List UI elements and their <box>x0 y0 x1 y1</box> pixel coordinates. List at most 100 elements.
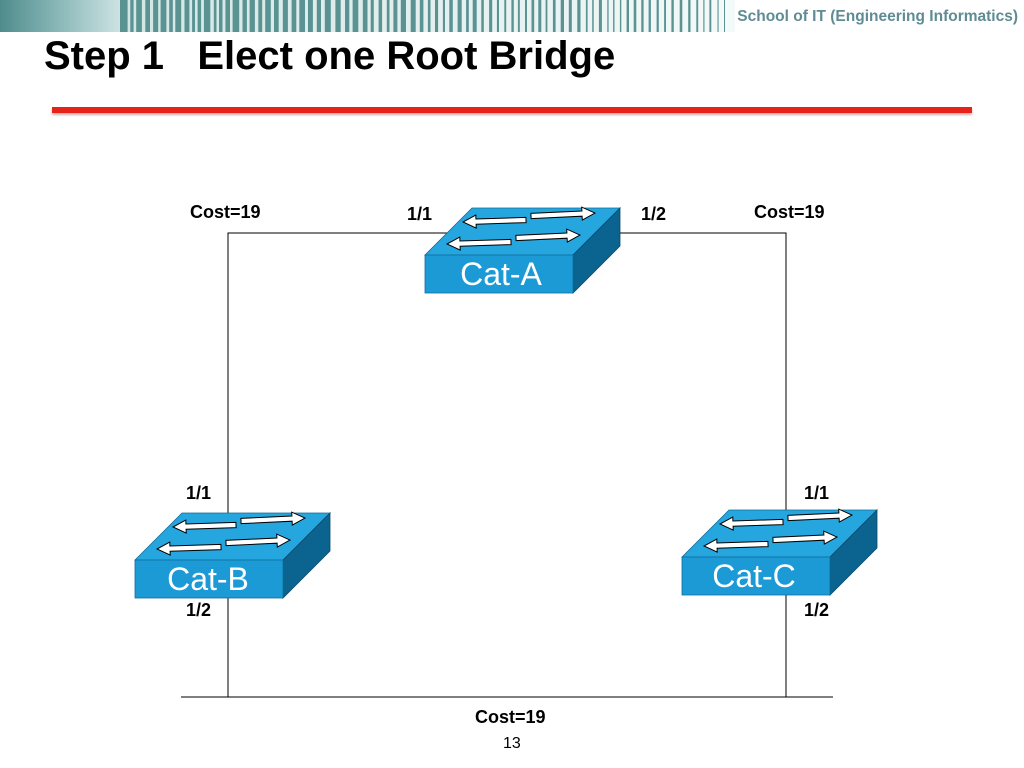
header-stripe <box>688 0 691 32</box>
switch-icon <box>134 511 331 599</box>
header-stripe <box>362 0 368 32</box>
port-label-cat-c-down: 1/2 <box>804 600 829 620</box>
header-stripe <box>531 0 535 32</box>
links <box>181 232 833 698</box>
header-stripe <box>472 0 477 32</box>
header-stripe <box>709 0 712 32</box>
header-stripe <box>219 0 223 32</box>
header-stripe <box>400 0 406 32</box>
header-stripe <box>717 0 719 32</box>
header-banner <box>0 0 735 32</box>
header-stripe <box>664 0 666 32</box>
header-stripe <box>242 0 247 32</box>
header-stripe <box>641 0 644 32</box>
header-stripe <box>592 0 594 32</box>
header-stripe <box>489 0 493 32</box>
switch-label-cat-a: Cat-A <box>460 256 542 292</box>
switch-label-cat-c: Cat-C <box>712 558 796 594</box>
arrow-right-icon <box>225 533 292 548</box>
switch-front-face <box>424 254 574 294</box>
header-stripe <box>598 0 602 32</box>
header-stripe <box>316 0 321 32</box>
header-stripe <box>525 0 527 32</box>
header-stripe <box>203 0 211 32</box>
switch-front-face <box>134 559 284 599</box>
switch-icon <box>424 206 621 294</box>
header-stripe <box>265 0 271 32</box>
header-stripe <box>633 0 637 32</box>
switch-label-cat-b: Cat-B <box>167 561 249 597</box>
header-stripe <box>626 0 629 32</box>
header-stripe <box>197 0 202 32</box>
arrow-right-icon <box>530 206 597 221</box>
link-line-cat-a-to-cat-b <box>227 232 460 570</box>
header-stripe <box>299 0 305 32</box>
title-underline <box>52 107 972 113</box>
header-stripe <box>308 0 313 32</box>
link-cost-label-cat-a-cat-c: Cost=19 <box>754 202 825 222</box>
arrow-left-icon <box>171 519 237 534</box>
link-cost-label-cat-a-cat-b: Cost=19 <box>190 202 261 222</box>
port-label-cat-a-right: 1/2 <box>641 204 666 224</box>
header-stripe <box>560 0 564 32</box>
header-stripe <box>378 0 383 32</box>
header-stripe <box>427 0 431 32</box>
header-stripe <box>136 0 142 32</box>
header-stripe <box>410 0 416 32</box>
diagram-labels: Cost=19 Cost=19 Cost=19 1/1 1/2 1/1 1/2 … <box>186 202 829 727</box>
port-label-cat-b-up: 1/1 <box>186 483 211 503</box>
header-stripe <box>419 0 424 32</box>
header-stripes <box>120 0 725 32</box>
port-label-cat-c-up: 1/1 <box>804 483 829 503</box>
header-stripe <box>184 0 190 32</box>
header-stripe <box>449 0 453 32</box>
switch-cat-c: Cat-C <box>681 508 878 596</box>
header-stripe <box>577 0 581 32</box>
header-stripe <box>386 0 390 32</box>
header-stripe <box>552 0 556 32</box>
header-stripe <box>607 0 609 32</box>
header-stripe <box>258 0 263 32</box>
arrow-left-icon <box>718 516 784 531</box>
header-stripe <box>504 0 507 32</box>
header-stripe <box>568 0 572 32</box>
switch-cat-b: Cat-B <box>134 511 331 599</box>
header-stripe <box>169 0 173 32</box>
header-stripe <box>120 0 128 32</box>
arrow-right-icon <box>772 530 839 545</box>
school-name: School of IT (Engineering Informatics) <box>737 8 1018 25</box>
header-stripe <box>496 0 499 32</box>
header-stripe <box>160 0 167 32</box>
header-stripe <box>435 0 439 32</box>
page-number: 13 <box>503 735 521 752</box>
switch-icon <box>681 508 878 596</box>
slide-title: Step 1 Elect one Root Bridge <box>44 34 616 78</box>
header-stripe <box>370 0 374 32</box>
header-stripe <box>282 0 288 32</box>
header-stripe <box>393 0 398 32</box>
switch-cat-a: Cat-A <box>424 206 621 294</box>
header-stripe <box>538 0 542 32</box>
switch-front-face <box>681 556 831 596</box>
header-stripe <box>619 0 622 32</box>
arrow-left-icon <box>702 538 769 553</box>
header-stripe <box>175 0 182 32</box>
arrow-left-icon <box>155 541 222 556</box>
header-stripe <box>466 0 469 32</box>
header-stripe <box>345 0 350 32</box>
header-stripe <box>192 0 195 32</box>
header-stripe <box>153 0 159 32</box>
header-stripe <box>324 0 331 32</box>
header-stripe <box>145 0 150 32</box>
header-stripe <box>656 0 659 32</box>
header-stripe <box>130 0 134 32</box>
arrow-left-icon <box>445 236 512 251</box>
header-stripe <box>613 0 615 32</box>
header-stripe <box>517 0 520 32</box>
header-stripe <box>671 0 674 32</box>
header-stripe <box>225 0 230 32</box>
header-stripe <box>457 0 462 32</box>
header-stripe <box>703 0 705 32</box>
